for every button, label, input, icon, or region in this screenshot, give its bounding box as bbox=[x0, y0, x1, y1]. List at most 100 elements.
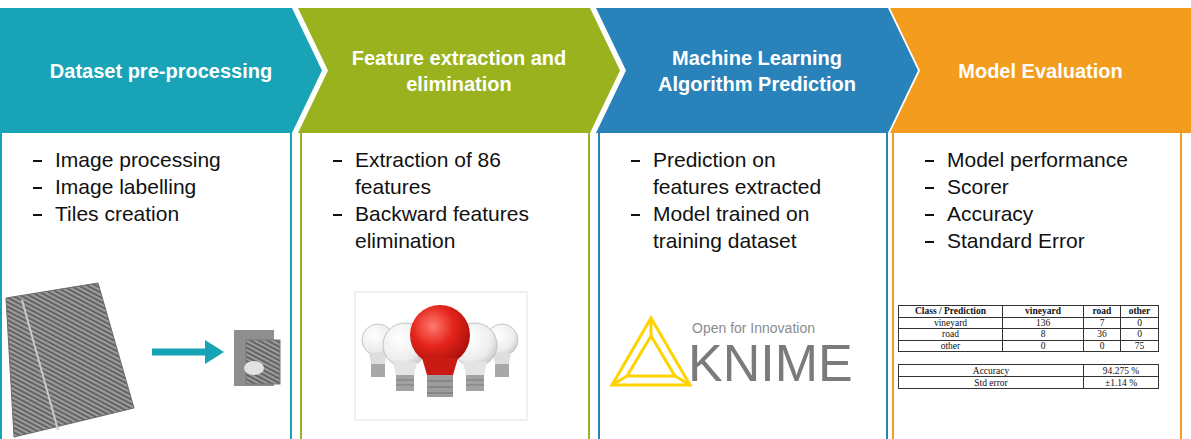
table-text: ±1.14 % bbox=[1105, 378, 1137, 388]
bullet-dash bbox=[631, 160, 640, 162]
white-bulb-part bbox=[396, 385, 414, 386]
bullet-item: Extraction of 86 features bbox=[355, 146, 570, 200]
white-bulb-part bbox=[396, 375, 414, 391]
lightbulb-image-part bbox=[355, 292, 527, 420]
table-text: 0 bbox=[1041, 341, 1046, 351]
bullet-text: Accuracy bbox=[947, 202, 1033, 225]
logo-mark-part bbox=[650, 318, 653, 336]
arrow-shape bbox=[596, 8, 918, 133]
table-text: 7 bbox=[1100, 318, 1105, 328]
bullet-dash bbox=[925, 214, 934, 216]
red-bulb bbox=[410, 305, 470, 397]
bullet-dash bbox=[925, 241, 934, 243]
table-text: 0 bbox=[1100, 341, 1105, 351]
white-bulb-part bbox=[371, 364, 385, 377]
aerial-image bbox=[6, 283, 134, 437]
process-arrow-part bbox=[205, 340, 224, 364]
stage-title: Dataset pre-processing bbox=[11, 58, 311, 84]
bullet-item: Image processing bbox=[55, 146, 270, 173]
bullet-item: Accuracy bbox=[947, 200, 1172, 227]
white-bulb-part bbox=[466, 380, 484, 381]
stage-panel: Extraction of 86 featuresBackward featur… bbox=[300, 133, 590, 439]
bullet-text: Scorer bbox=[947, 175, 1009, 198]
bullet-text: Prediction on features extracted bbox=[653, 148, 821, 198]
title-box: Dataset pre-processing bbox=[11, 8, 311, 133]
process-arrow bbox=[152, 340, 224, 364]
table-text: vineyard bbox=[934, 318, 967, 328]
stage-arrow: Machine Learning Algorithm Prediction bbox=[596, 8, 918, 133]
table-cell: 0 bbox=[1083, 340, 1121, 353]
logo-mark-part bbox=[627, 336, 675, 376]
table-text: Std error bbox=[974, 378, 1008, 388]
bullet-item: Standard Error bbox=[947, 227, 1172, 254]
white-bulb-part bbox=[393, 362, 417, 375]
stage-arrow: Feature extraction and elimination bbox=[298, 8, 620, 133]
bullet-text: Backward features elimination bbox=[355, 202, 529, 252]
bullet-item: Backward features elimination bbox=[355, 200, 570, 254]
red-bulb-part bbox=[422, 358, 458, 375]
bullet-item: Model performance bbox=[947, 146, 1172, 173]
bullet-text: Model performance bbox=[947, 148, 1128, 171]
logo-wordmark: KNIME bbox=[688, 337, 853, 389]
bullet-item: Model trained on training dataset bbox=[653, 200, 848, 254]
tile-images bbox=[234, 330, 280, 386]
title-box: Machine Learning Algorithm Prediction bbox=[626, 8, 888, 133]
stage-title: Feature extraction and elimination bbox=[328, 45, 590, 97]
bullet-dash bbox=[33, 160, 42, 162]
bullet-text: Image labelling bbox=[55, 175, 196, 198]
bullet-list: Image processingImage labellingTiles cre… bbox=[55, 146, 270, 227]
bullet-item: Image labelling bbox=[55, 173, 270, 200]
red-bulb-part bbox=[427, 375, 453, 397]
white-bulb-part bbox=[369, 353, 387, 364]
logo-mark-part bbox=[675, 376, 690, 385]
table-text: Class / Prediction bbox=[915, 306, 986, 316]
stage-panel: Prediction on features extractedModel tr… bbox=[598, 133, 888, 439]
stage-arrow: Dataset pre-processing bbox=[0, 8, 322, 133]
bullet-dash bbox=[925, 160, 934, 162]
table-cell: 75 bbox=[1120, 340, 1159, 353]
stage-panel: Image processingImage labellingTiles cre… bbox=[0, 133, 292, 439]
logo-mark-part bbox=[612, 376, 627, 385]
logo-mark-part bbox=[612, 318, 690, 385]
arrow-shape bbox=[298, 8, 620, 133]
arrow-fill bbox=[0, 8, 322, 133]
table-cell: Std error bbox=[898, 376, 1084, 389]
process-arrow-part bbox=[152, 349, 208, 356]
table-text: other bbox=[1129, 306, 1151, 316]
tile-images-part bbox=[244, 361, 264, 375]
bullet-item: Prediction on features extracted bbox=[653, 146, 848, 200]
bullet-item: Scorer bbox=[947, 173, 1172, 200]
table-text: road bbox=[942, 329, 959, 339]
stage-panel: Model performanceScorerAccuracyStandard … bbox=[892, 133, 1182, 439]
table-text: 0 bbox=[1137, 318, 1142, 328]
bullet-text: Image processing bbox=[55, 148, 221, 171]
bullet-dash bbox=[631, 214, 640, 216]
stage-title: Model Evaluation bbox=[901, 58, 1181, 84]
bullet-dash bbox=[33, 214, 42, 216]
red-bulb-part bbox=[427, 393, 453, 394]
table-text: Accuracy bbox=[973, 366, 1009, 376]
white-bulb-part bbox=[466, 375, 484, 391]
bullet-text: Standard Error bbox=[947, 229, 1085, 252]
title-box: Feature extraction and elimination bbox=[328, 8, 590, 133]
aerial-image-part bbox=[6, 283, 134, 437]
red-bulb-part bbox=[410, 305, 470, 365]
bullet-dash bbox=[333, 214, 342, 216]
arrow-fill bbox=[890, 8, 1191, 133]
table-text: other bbox=[941, 341, 961, 351]
white-bulb-part bbox=[493, 353, 511, 364]
logo-tagline: Open for Innovation bbox=[692, 320, 815, 337]
table-text: 94.275 % bbox=[1103, 366, 1139, 376]
white-bulb-part bbox=[466, 385, 484, 386]
table-cell: ±1.14 % bbox=[1083, 376, 1159, 389]
table-text: 36 bbox=[1097, 329, 1107, 339]
arrow-fill bbox=[298, 8, 620, 133]
white-bulb-part bbox=[396, 380, 414, 381]
bullet-text: Tiles creation bbox=[55, 202, 179, 225]
bullet-list: Prediction on features extractedModel tr… bbox=[653, 146, 848, 254]
red-bulb-part bbox=[427, 387, 453, 388]
stage-arrow: Model Evaluation bbox=[890, 8, 1191, 133]
table-cell: 0 bbox=[1002, 340, 1084, 353]
table-text: 75 bbox=[1135, 341, 1145, 351]
